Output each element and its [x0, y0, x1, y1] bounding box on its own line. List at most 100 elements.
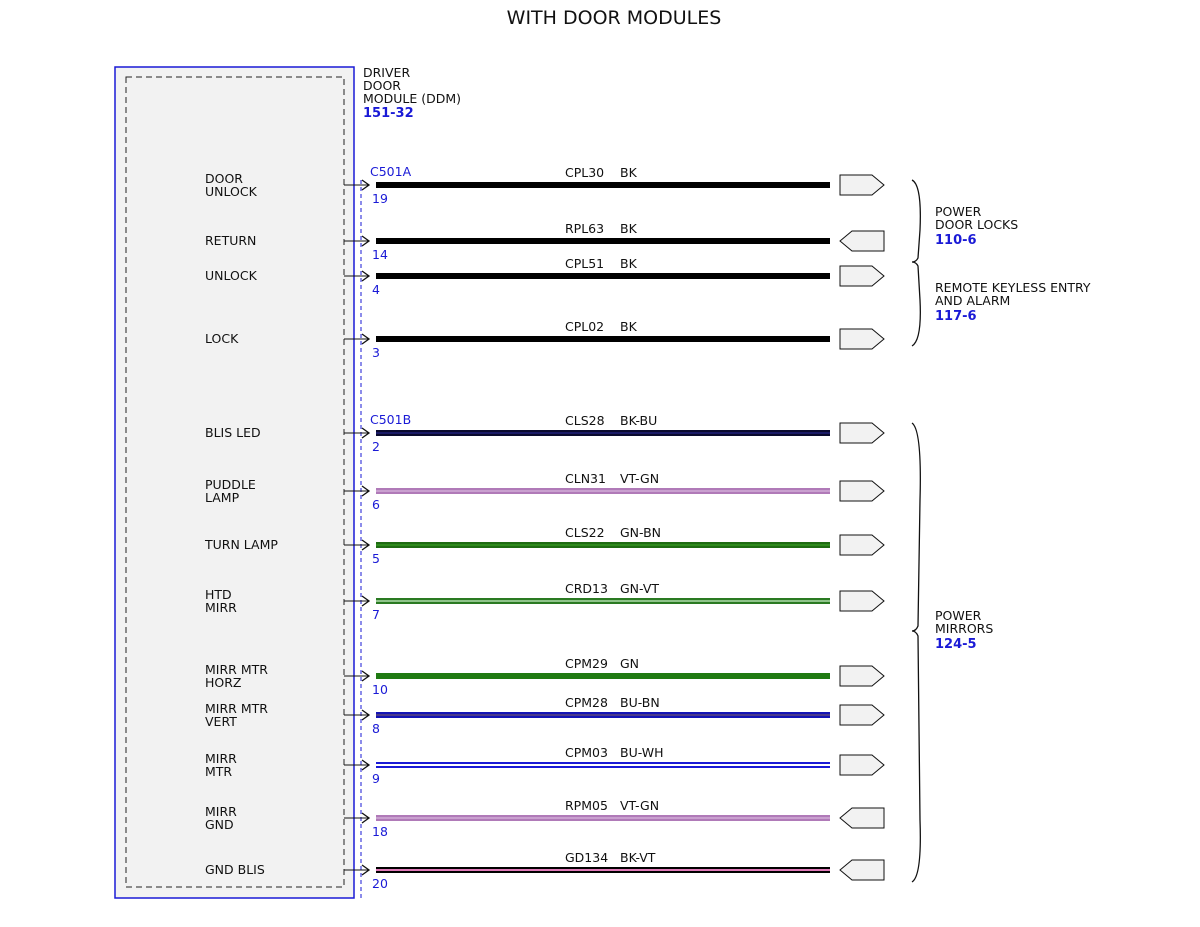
- module-name-line-1: DRIVER: [363, 65, 410, 80]
- circuit-number: CPL51: [565, 256, 604, 271]
- circuit-number: CPL30: [565, 165, 604, 180]
- terminal-in-icon[interactable]: [839, 859, 885, 881]
- module-name-line-2: DOOR: [363, 78, 401, 93]
- pin-number: 10: [372, 682, 388, 697]
- connector-arrow-icon: [361, 864, 371, 876]
- wire-color-code: GN-BN: [620, 525, 661, 540]
- circuit-number: CLN31: [565, 471, 606, 486]
- pin-number: 8: [372, 721, 380, 736]
- circuit-pin-label: LAMP: [205, 490, 240, 505]
- circuit-number: CLS22: [565, 525, 605, 540]
- terminal-out-icon[interactable]: [839, 754, 885, 776]
- dest-rke-ref[interactable]: 117-6: [935, 309, 977, 324]
- circuit-number: CPM28: [565, 695, 608, 710]
- terminal-out-icon[interactable]: [839, 665, 885, 687]
- module-outline: [114, 66, 355, 899]
- circuit-number: RPL63: [565, 221, 604, 236]
- pin-number: 5: [372, 551, 380, 566]
- connector-arrow-icon: [361, 485, 371, 497]
- dest-door-locks-line-2: DOOR LOCKS: [935, 217, 1018, 232]
- connector-arrow-icon: [361, 670, 371, 682]
- terminal-out-icon[interactable]: [839, 590, 885, 612]
- pin-number: 14: [372, 247, 388, 262]
- pin-number: 9: [372, 771, 380, 786]
- wire-color-code: BU-BN: [620, 695, 660, 710]
- dest-mirrors-ref[interactable]: 124-5: [935, 637, 977, 652]
- wire-color-code: VT-GN: [620, 471, 659, 486]
- connector-arrow-icon: [361, 427, 371, 439]
- connector-arrow-icon: [361, 539, 371, 551]
- terminal-out-icon[interactable]: [839, 174, 885, 196]
- terminal-out-icon[interactable]: [839, 480, 885, 502]
- pin-number: 18: [372, 824, 388, 839]
- circuit-pin-label: GND BLIS: [205, 862, 265, 877]
- circuit-pin-label: RETURN: [205, 233, 256, 248]
- module-inner-dashed: [125, 76, 345, 888]
- wire-color-code: BK: [620, 319, 638, 334]
- circuit-number: CLS28: [565, 413, 605, 428]
- terminal-out-icon[interactable]: [839, 534, 885, 556]
- circuit-number: CPM29: [565, 656, 608, 671]
- connector-arrow-icon: [361, 709, 371, 721]
- dest-rke-line-2: AND ALARM: [935, 293, 1010, 308]
- circuit-number: CRD13: [565, 581, 608, 596]
- dest-mirrors-line-2: MIRRORS: [935, 621, 993, 636]
- circuit-row: TURN LAMP CLS22 GN-BN 5: [204, 525, 885, 566]
- circuit-pin-label: TURN LAMP: [204, 537, 278, 552]
- circuit-pin-label: LOCK: [205, 331, 239, 346]
- circuit-pin-label: VERT: [205, 714, 237, 729]
- circuit-pin-label: MIRR: [205, 804, 237, 819]
- connector-id[interactable]: C501B: [370, 412, 411, 427]
- connector-id[interactable]: C501A: [370, 164, 412, 179]
- connector-arrow-icon: [361, 235, 371, 247]
- terminal-in-icon[interactable]: [839, 807, 885, 829]
- terminal-out-icon[interactable]: [839, 265, 885, 287]
- connector-arrow-icon: [361, 270, 371, 282]
- circuit-pin-label: MIRR: [205, 600, 237, 615]
- brace-door-locks: [911, 179, 921, 347]
- wire-color-code: BK-BU: [620, 413, 657, 428]
- circuit-pin-label: MIRR MTR: [205, 701, 268, 716]
- terminal-out-icon[interactable]: [839, 422, 885, 444]
- wire-color-code: BU-WH: [620, 745, 664, 760]
- pin-number: 4: [372, 282, 380, 297]
- pin-number: 19: [372, 191, 388, 206]
- pin-number: 6: [372, 497, 380, 512]
- connector-arrow-icon: [361, 759, 371, 771]
- wire-color-code: GN: [620, 656, 639, 671]
- circuit-pin-label: UNLOCK: [205, 268, 258, 283]
- circuit-pin-label: HTD: [205, 587, 232, 602]
- wire-color-code: BK: [620, 256, 638, 271]
- dest-mirrors-line-1: POWER: [935, 608, 982, 623]
- pin-number: 20: [372, 876, 388, 891]
- module-name-line-3: MODULE (DDM): [363, 91, 461, 106]
- wire-color-code: BK: [620, 165, 638, 180]
- destinations: POWER DOOR LOCKS 110-6 REMOTE KEYLESS EN…: [911, 179, 1091, 883]
- pin-number: 2: [372, 439, 380, 454]
- dest-door-locks-ref[interactable]: 110-6: [935, 233, 977, 248]
- terminal-in-icon[interactable]: [839, 230, 885, 252]
- pin-number: 3: [372, 345, 380, 360]
- pin-number: 7: [372, 607, 380, 622]
- circuit-pin-label: UNLOCK: [205, 184, 258, 199]
- circuit-number: RPM05: [565, 798, 608, 813]
- circuit-pin-label: MTR: [205, 764, 232, 779]
- connector-arrow-icon: [361, 333, 371, 345]
- circuit-row: RETURN RPL63 BK 14: [205, 221, 885, 262]
- terminal-out-icon[interactable]: [839, 704, 885, 726]
- terminal-out-icon[interactable]: [839, 328, 885, 350]
- dest-rke-line-1: REMOTE KEYLESS ENTRY: [935, 280, 1091, 295]
- circuit-pin-label: DOOR: [205, 171, 243, 186]
- module-ref[interactable]: 151-32: [363, 106, 414, 121]
- circuit-number: CPM03: [565, 745, 608, 760]
- wire-color-code: BK: [620, 221, 638, 236]
